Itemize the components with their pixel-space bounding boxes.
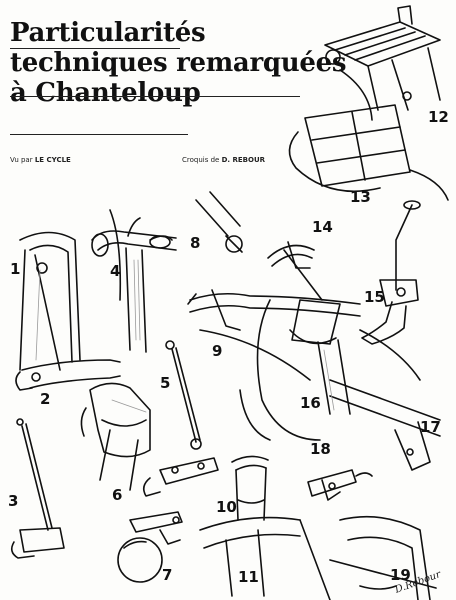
figure-number-6: 6 <box>112 486 123 504</box>
figure-number-9: 9 <box>212 342 223 360</box>
sketch-brake-lever <box>361 200 421 345</box>
sketch-lamp <box>117 511 183 583</box>
sketch-down-tube <box>329 379 441 471</box>
sketch-head-tube <box>91 209 177 353</box>
figure-number-17: 17 <box>420 418 441 436</box>
figure-number-2: 2 <box>40 390 51 408</box>
figure-number-5: 5 <box>160 374 171 392</box>
figure-number-11: 11 <box>238 568 259 586</box>
figure-number-16: 16 <box>300 394 321 412</box>
sketch-rear-rack <box>324 5 441 121</box>
figure-number-8: 8 <box>190 234 201 252</box>
credit-source: Vu par LE CYCLE <box>10 156 71 164</box>
figure-number-3: 3 <box>8 492 19 510</box>
title-line-3: à Chanteloup <box>10 78 201 108</box>
sketch-frame-lug <box>19 231 81 371</box>
sketch-shading <box>35 259 335 413</box>
credit-artist-name: D. REBOUR <box>221 156 266 164</box>
sketch-pump-bottom <box>10 418 65 559</box>
figure-number-7: 7 <box>162 566 173 584</box>
sketch-seat-lug <box>195 191 243 253</box>
figure-number-12: 12 <box>428 108 449 126</box>
sketch-bottom-tubes <box>329 515 437 600</box>
title-line-2: techniques remarquées <box>10 48 347 78</box>
credit-artist-prefix: Croquis de <box>182 156 220 164</box>
credit-source-name: LE CYCLE <box>34 156 71 164</box>
figure-number-4: 4 <box>110 262 121 280</box>
sketch-clamp <box>267 241 323 301</box>
figure-number-13: 13 <box>350 188 371 206</box>
sketch-rod-clamp <box>142 340 219 497</box>
sketch-bolt-key <box>307 469 373 501</box>
credit-artist: Croquis de D. REBOUR <box>182 156 265 164</box>
title-rule-3 <box>10 134 188 135</box>
sketch-tube-connection <box>199 516 331 600</box>
sketch-fork-crown <box>80 382 151 491</box>
sketch-pump-handle <box>15 359 121 391</box>
figure-number-10: 10 <box>216 498 237 516</box>
sketch-seat-post <box>231 455 269 521</box>
title-line-1: Particularités <box>10 18 206 48</box>
title-rule-1 <box>10 48 180 49</box>
title-rule-2 <box>10 96 300 97</box>
credit-source-prefix: Vu par <box>10 156 33 164</box>
figure-number-18: 18 <box>310 440 331 458</box>
figure-number-14: 14 <box>312 218 333 236</box>
figure-number-1: 1 <box>10 260 21 278</box>
figure-number-19: 19 <box>390 566 411 584</box>
sketch-brake-plate <box>288 104 449 201</box>
figure-number-15: 15 <box>364 288 385 306</box>
page-title: Particularités techniques remarquées à C… <box>10 18 347 108</box>
sketch-bottom-bracket <box>239 299 421 441</box>
